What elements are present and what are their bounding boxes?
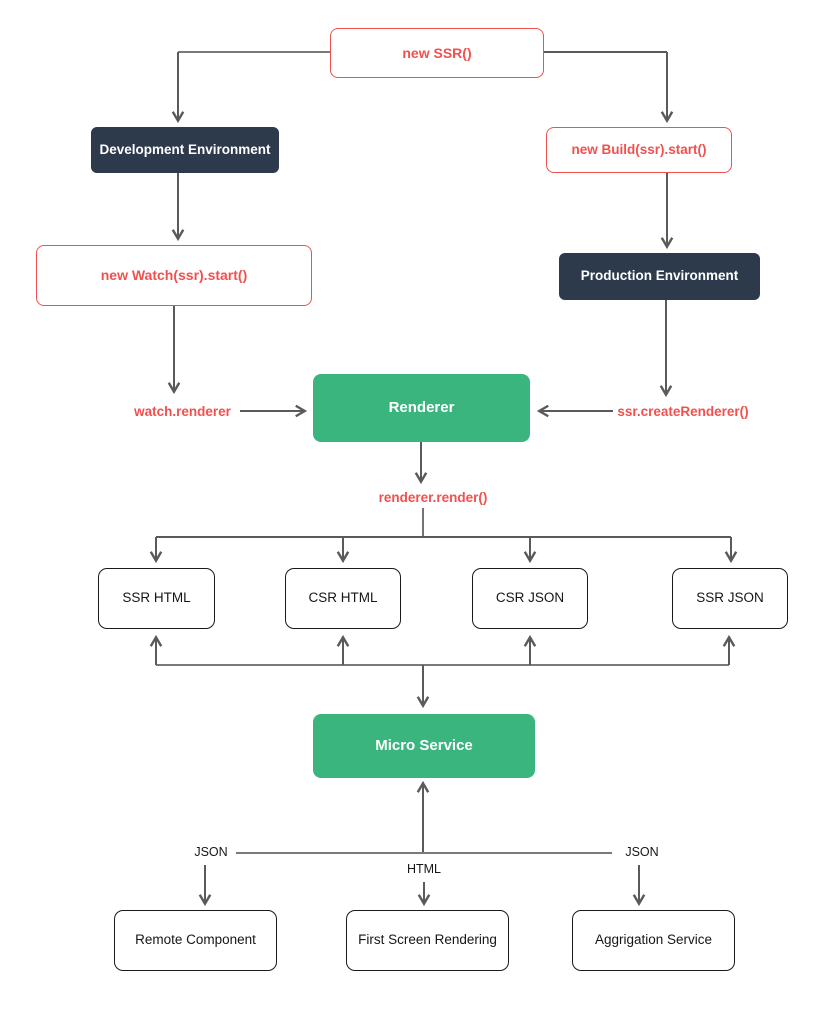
node-renderer: Renderer: [313, 374, 530, 442]
node-new-ssr: new SSR(): [330, 28, 544, 78]
node-production-environment: Production Environment: [559, 253, 760, 300]
node-new-watch-start: new Watch(ssr).start(): [36, 245, 312, 306]
node-micro-service: Micro Service: [313, 714, 535, 778]
node-csr-html: CSR HTML: [285, 568, 401, 629]
edge-label-json-left: JSON: [194, 845, 228, 859]
node-ssr-json: SSR JSON: [672, 568, 788, 629]
node-new-build-start: new Build(ssr).start(): [546, 127, 732, 173]
label-ssr-create-renderer: ssr.createRenderer(): [617, 404, 749, 419]
label-watch-renderer: watch.renderer: [134, 404, 231, 419]
edge-label-html: HTML: [406, 862, 442, 876]
node-aggrigation-service: Aggrigation Service: [572, 910, 735, 971]
node-ssr-html: SSR HTML: [98, 568, 215, 629]
label-renderer-render: renderer.render(): [378, 490, 488, 505]
node-first-screen-rendering: First Screen Rendering: [346, 910, 509, 971]
node-csr-json: CSR JSON: [472, 568, 588, 629]
node-remote-component: Remote Component: [114, 910, 277, 971]
edge-label-json-right: JSON: [625, 845, 659, 859]
node-development-environment: Development Environment: [91, 127, 279, 173]
